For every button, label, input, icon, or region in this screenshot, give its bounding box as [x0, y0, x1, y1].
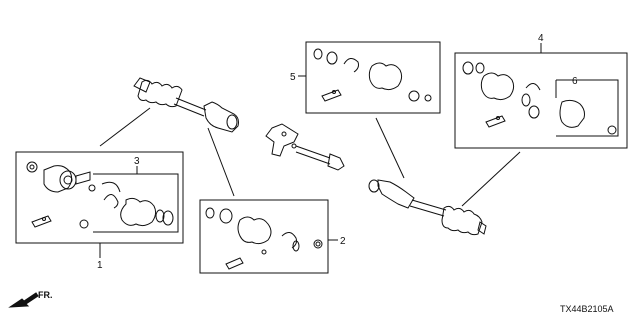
diagram-code: TX44B2105A [560, 304, 614, 314]
callout-6: 6 [572, 76, 578, 87]
inboard-boot-kit-box[interactable] [298, 41, 441, 114]
inboard-joint-kit-box[interactable] [454, 43, 628, 149]
left-driveshaft-assembly[interactable] [133, 77, 239, 133]
front-direction-label: FR. [38, 290, 53, 300]
callout-3: 3 [134, 156, 140, 167]
intermediate-shaft[interactable] [265, 123, 345, 171]
callout-1: 1 [97, 260, 103, 271]
outboard-joint-kit-box[interactable] [15, 151, 184, 258]
callout-5: 5 [290, 72, 296, 83]
callout-4: 4 [538, 33, 544, 44]
outboard-boot-kit-box[interactable] [199, 199, 338, 274]
callout-2: 2 [340, 236, 346, 247]
front-direction-arrow [8, 292, 39, 308]
right-driveshaft-assembly[interactable] [368, 179, 487, 236]
